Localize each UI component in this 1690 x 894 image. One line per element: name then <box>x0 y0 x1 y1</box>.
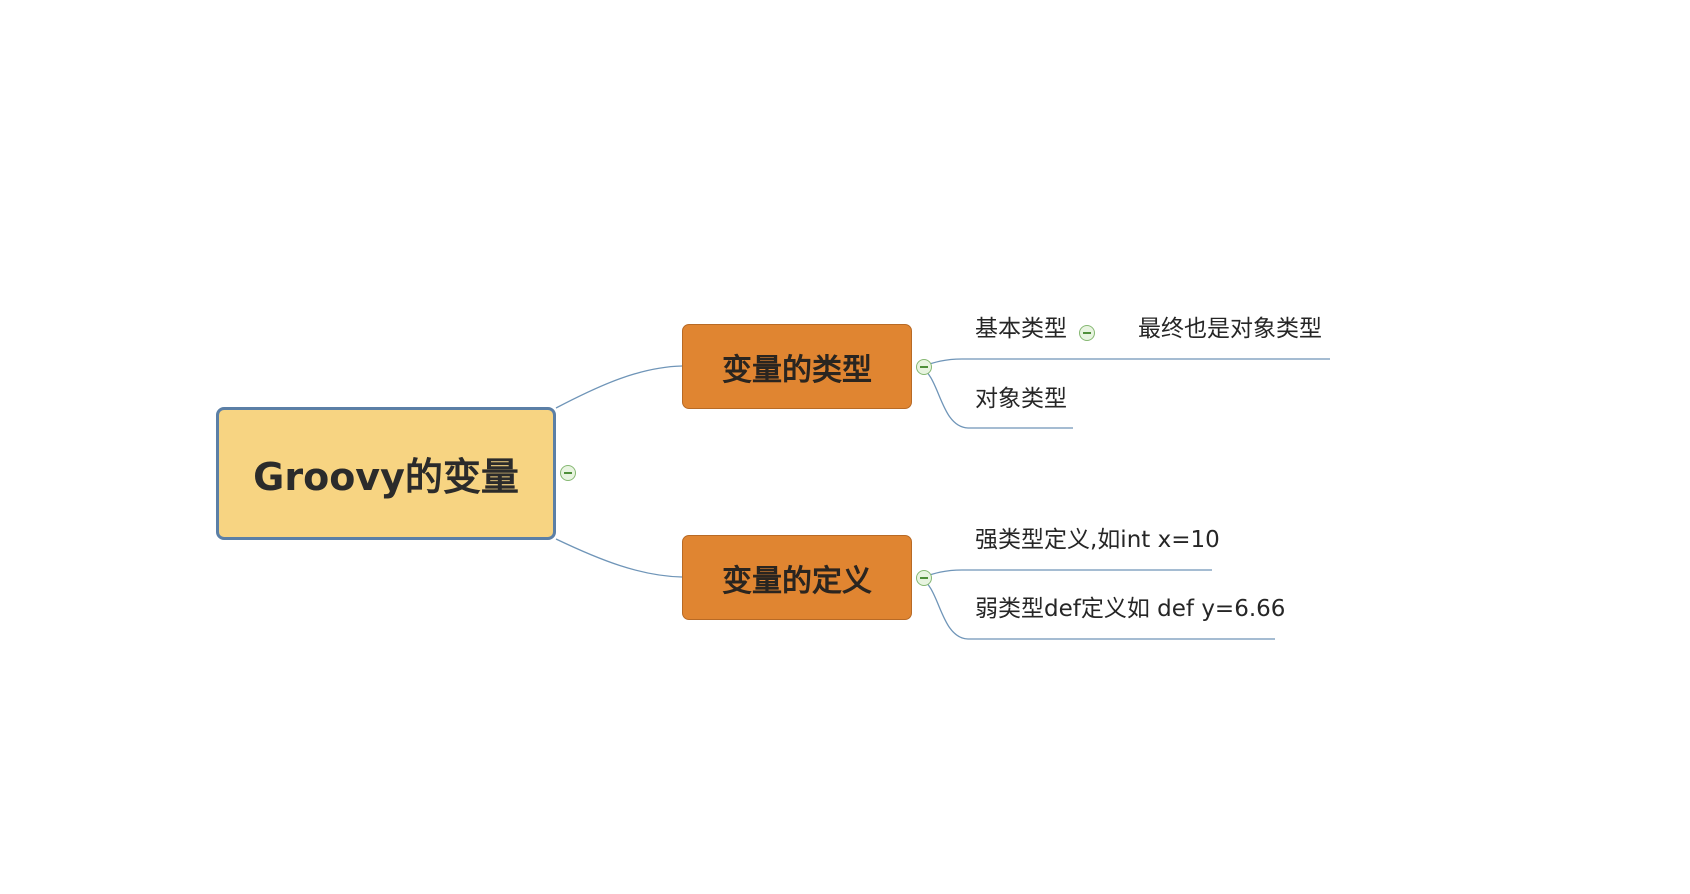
branch-2-collapse-toggle[interactable] <box>916 570 932 586</box>
leaf-primitive-types[interactable]: 基本类型 <box>975 314 1067 344</box>
connector-branch-1-leaf-1 <box>919 358 1330 368</box>
root-node-label: Groovy的变量 <box>253 455 519 499</box>
root-collapse-toggle[interactable] <box>560 465 576 481</box>
branch-node-variable-types[interactable]: 变量的类型 <box>682 324 912 409</box>
leaf-note-label: 最终也是对象类型 <box>1138 316 1322 342</box>
leaf-label: 强类型定义,如int x=10 <box>975 527 1220 553</box>
leaf-label: 基本类型 <box>975 316 1067 342</box>
leaf-note-object-types[interactable]: 最终也是对象类型 <box>1138 314 1322 344</box>
leaf-1-collapse-toggle[interactable] <box>1079 325 1095 341</box>
connector-branch-2-leaf-1 <box>919 569 1212 579</box>
leaf-weak-typed-definition[interactable]: 弱类型def定义如 def y=6.66 <box>975 594 1285 624</box>
connector-root-branch-1 <box>555 365 683 409</box>
leaf-strong-typed-definition[interactable]: 强类型定义,如int x=10 <box>975 525 1220 555</box>
branch-1-collapse-toggle[interactable] <box>916 359 932 375</box>
connector-root-branch-2 <box>555 538 683 578</box>
branch-node-label: 变量的定义 <box>722 563 872 599</box>
root-node[interactable]: Groovy的变量 <box>216 407 556 540</box>
branch-node-label: 变量的类型 <box>722 352 872 388</box>
branch-node-variable-definition[interactable]: 变量的定义 <box>682 535 912 620</box>
leaf-label: 对象类型 <box>975 386 1067 412</box>
leaf-label: 弱类型def定义如 def y=6.66 <box>975 596 1286 622</box>
leaf-object-types[interactable]: 对象类型 <box>975 384 1067 414</box>
